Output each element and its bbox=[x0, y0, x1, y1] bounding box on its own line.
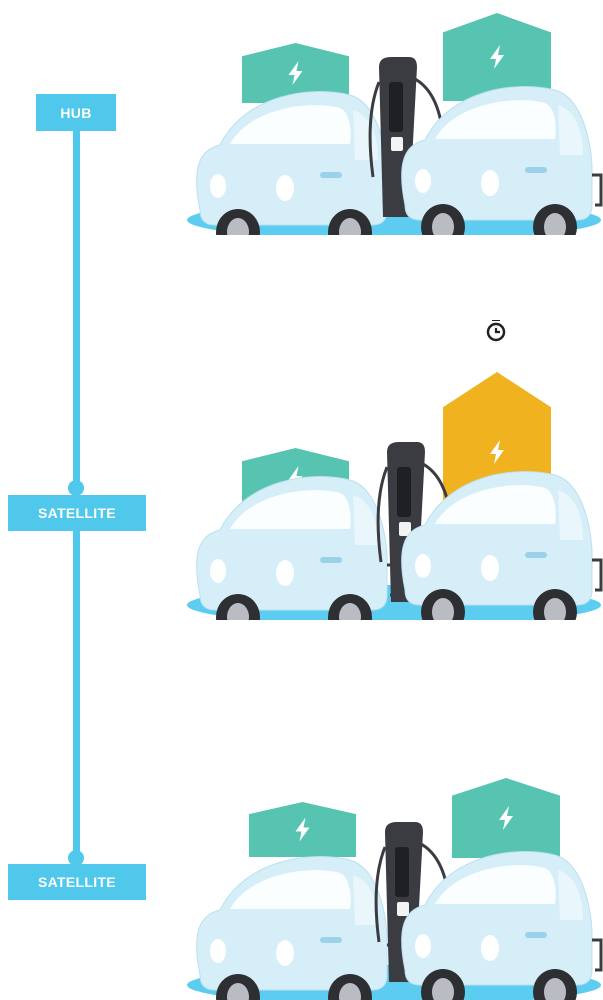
electric-car-right bbox=[402, 852, 601, 1000]
tier-label-satellite-1: SATELLITE bbox=[8, 495, 146, 531]
electric-car-right bbox=[402, 472, 601, 620]
battery-indicator-full bbox=[452, 778, 560, 858]
tier-label-hub: HUB bbox=[36, 94, 116, 131]
stopwatch-icon bbox=[488, 320, 504, 340]
electric-car-left bbox=[197, 92, 396, 235]
charging-scene-satellite-1 bbox=[185, 320, 603, 620]
charging-scene-hub bbox=[185, 5, 603, 235]
electric-car-left bbox=[197, 477, 396, 620]
connector-node-satellite-1 bbox=[68, 480, 84, 496]
electric-car-left bbox=[197, 857, 396, 1000]
electric-car-right bbox=[402, 87, 601, 235]
battery-indicator-full bbox=[249, 802, 356, 857]
charging-scene-satellite-2 bbox=[185, 770, 603, 1000]
tier-label-satellite-2: SATELLITE bbox=[8, 864, 146, 900]
